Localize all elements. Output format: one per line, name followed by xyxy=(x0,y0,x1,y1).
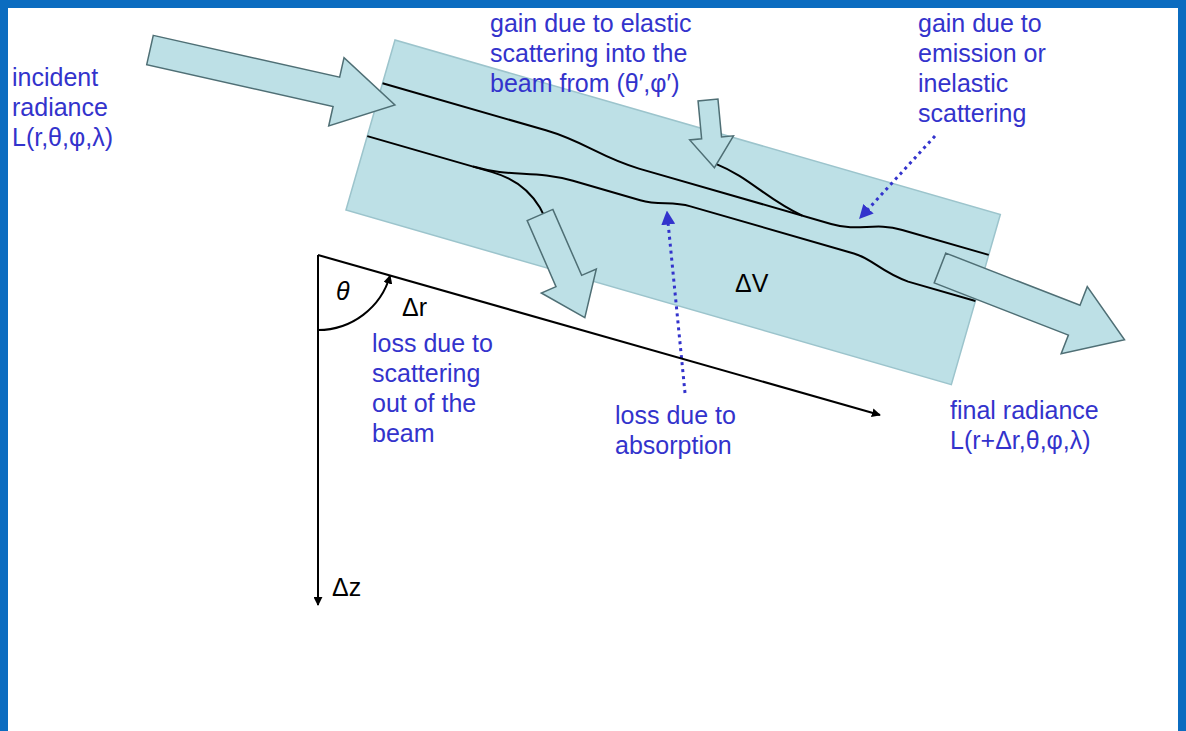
absorption-pointer xyxy=(667,212,685,393)
callout-text: loss due to absorption xyxy=(615,400,765,460)
callout-text: incident radiance L(r,θ,φ,λ) xyxy=(12,62,187,152)
depth-symbol: Δz xyxy=(332,572,361,602)
callout-text: loss due to scattering out of the beam xyxy=(372,328,507,448)
slide-ground xyxy=(8,8,1178,731)
callout-text: gain due to elastic scattering into the … xyxy=(490,8,745,98)
angle-arc xyxy=(318,276,390,331)
volume-symbol: ΔV xyxy=(735,268,768,298)
beam-line xyxy=(379,80,988,268)
scattering-loss-arrow xyxy=(513,203,613,330)
final-arrow xyxy=(927,234,1138,373)
beam-line xyxy=(708,164,809,216)
angle-symbol: θ xyxy=(336,276,350,306)
emission-pointer xyxy=(860,136,935,218)
callout-text: gain due to emission or inelastic scatte… xyxy=(918,8,1063,128)
length-symbol: Δr xyxy=(402,292,427,322)
depth-axis xyxy=(317,255,319,605)
incident-arrow xyxy=(142,16,402,139)
callout-text: final radiance L(r+Δr,θ,φ,λ) xyxy=(950,395,1175,455)
elastic-gain-arrow xyxy=(686,98,736,170)
